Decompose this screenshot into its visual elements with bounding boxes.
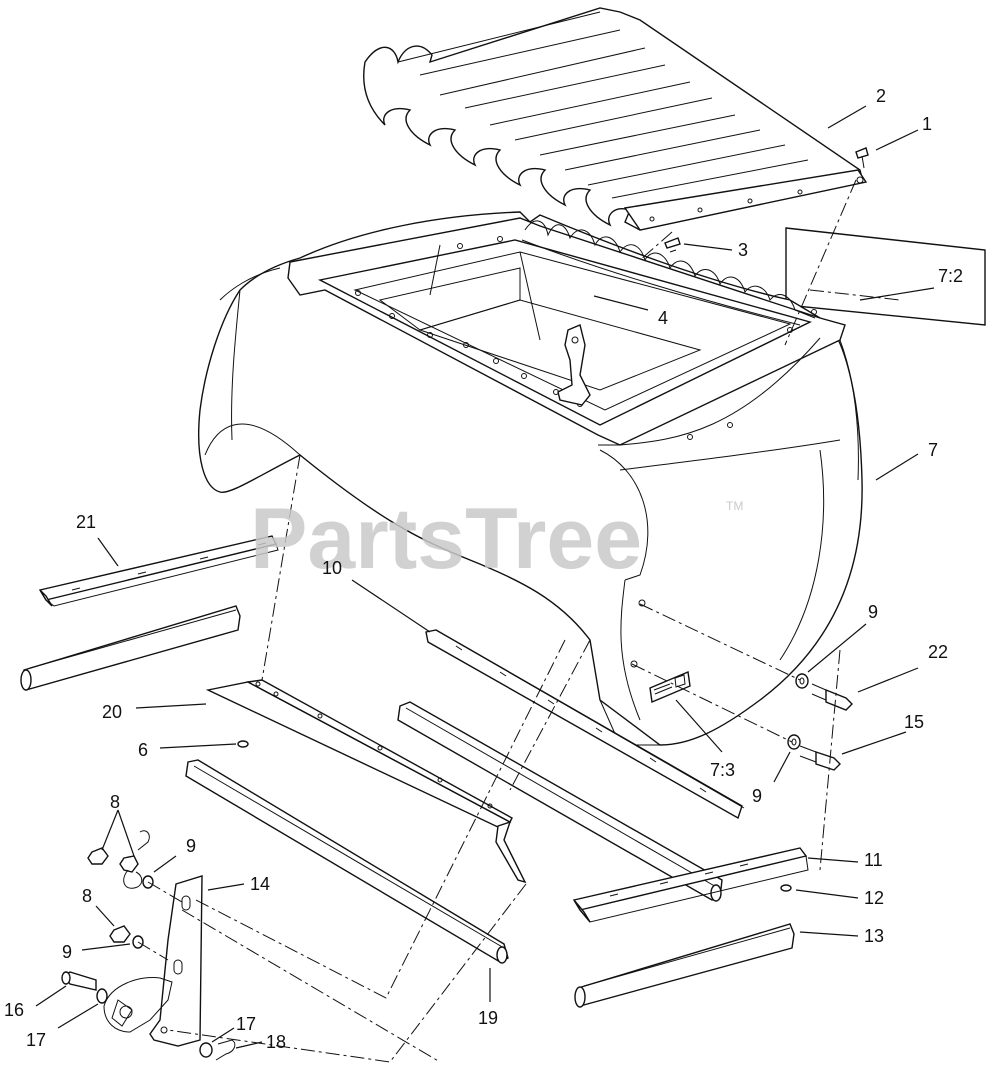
callout-3: 3 <box>738 240 748 260</box>
arm-plate <box>103 976 173 1033</box>
callouts: 2 1 3 7:2 4 7 21 10 9 22 20 15 6 7:3 9 8… <box>4 86 963 1052</box>
link-part-14 <box>149 875 203 1047</box>
callout-20: 20 <box>102 702 122 722</box>
bolt-part-16 <box>61 971 97 991</box>
callout-8-upper: 8 <box>110 792 120 812</box>
callout-17-left: 17 <box>26 1030 46 1050</box>
callout-21: 21 <box>76 512 96 532</box>
callout-17-right: 17 <box>236 1014 256 1034</box>
callout-9-right-upper: 9 <box>868 602 878 622</box>
watermark-trademark: TM <box>726 499 743 513</box>
callout-4: 4 <box>658 308 668 328</box>
rod-left <box>20 605 241 691</box>
callout-11: 11 <box>864 850 883 870</box>
bolt-part-22 <box>811 683 853 711</box>
watermark: PartsTree TM <box>250 491 743 587</box>
callout-7: 7 <box>928 440 938 460</box>
bolt-part-15 <box>799 745 841 771</box>
rod-part-13 <box>574 923 795 1008</box>
washer-part-9-lower <box>787 734 801 750</box>
callout-7-3: 7:3 <box>710 760 735 780</box>
corrugated-panel <box>363 7 868 231</box>
washer-part-12 <box>780 884 792 892</box>
bracket-part-10 <box>425 629 745 820</box>
washer-part-9-upper <box>795 673 809 689</box>
rod-center <box>397 701 723 902</box>
callout-13: 13 <box>864 926 884 946</box>
callout-16: 16 <box>4 1000 24 1020</box>
hopper-body <box>198 211 863 746</box>
callout-18: 18 <box>266 1032 286 1052</box>
screw-part-1 <box>855 147 869 169</box>
decal-7-2 <box>785 227 986 326</box>
washer-part-17-right <box>199 1042 213 1058</box>
callout-6: 6 <box>138 740 148 760</box>
callout-8-lower: 8 <box>82 886 92 906</box>
callout-12: 12 <box>864 888 884 908</box>
callout-7-2: 7:2 <box>938 266 963 286</box>
callout-14: 14 <box>250 874 270 894</box>
latch-part-4 <box>557 324 591 406</box>
callout-19: 19 <box>478 1008 498 1028</box>
decal-7-3 <box>649 671 691 703</box>
callout-2: 2 <box>876 86 886 106</box>
washer-part-6 <box>237 740 249 748</box>
bracket-part-20 <box>205 679 527 884</box>
watermark-text: PartsTree <box>250 491 642 587</box>
callout-1: 1 <box>922 114 932 134</box>
rod-part-19 <box>185 759 509 964</box>
callout-9-left-lower: 9 <box>62 942 72 962</box>
callout-22: 22 <box>928 642 948 662</box>
screw-part-3 <box>664 237 681 253</box>
bracket-part-21 <box>38 535 279 607</box>
callout-15: 15 <box>904 712 924 732</box>
callout-10: 10 <box>322 558 342 578</box>
callout-9-right-lower: 9 <box>752 786 762 806</box>
pin-part-18 <box>215 1039 236 1061</box>
spring-pin <box>123 830 150 889</box>
nut-part-8-lower <box>109 925 131 943</box>
leader-lines <box>35 105 935 1049</box>
nut-part-8-upper <box>87 847 139 873</box>
washer-part-17-left <box>96 988 108 1004</box>
callout-9-left-upper: 9 <box>186 836 196 856</box>
bracket-part-11 <box>572 847 809 923</box>
alignment-lines <box>137 179 901 1063</box>
